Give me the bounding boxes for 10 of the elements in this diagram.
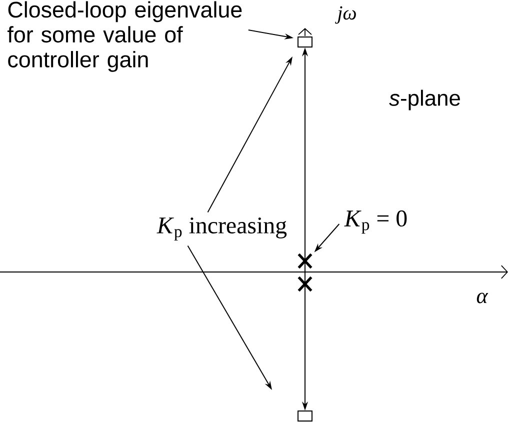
- annotation-text: K$_{p}$ = 0: [344, 210, 407, 234]
- axis-label: jω: [335, 6, 356, 24]
- eigenvalue-marker: [298, 410, 312, 422]
- annotation-text: Closed-loop eigenvalue for some value of controller gain: [8, 1, 242, 72]
- pole-marker: [297, 252, 313, 270]
- annotation-text: K$_{p}$ increasing: [156, 217, 287, 241]
- eigenvalue-marker: [298, 36, 312, 48]
- plane-label: s-plane: [389, 90, 460, 110]
- pole-marker: [297, 276, 313, 292]
- axis-label: α: [476, 292, 488, 304]
